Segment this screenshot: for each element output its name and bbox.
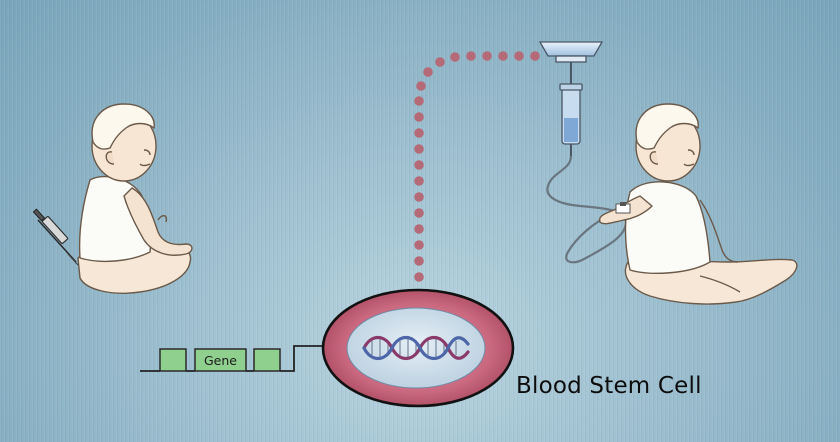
gene-box-right	[253, 348, 281, 372]
syringe-icon	[32, 208, 79, 266]
iv-drip-icon	[538, 41, 628, 264]
gene-box	[194, 348, 247, 372]
dotted-transfer-path	[414, 51, 540, 282]
blood-stem-cell	[321, 288, 515, 408]
gene-label: Gene	[204, 353, 237, 368]
right-baby-figure	[598, 103, 798, 305]
gene-box-left	[159, 348, 187, 372]
gene-construct: Gene	[140, 341, 346, 372]
left-baby-figure	[77, 103, 193, 294]
dna-helix-icon	[362, 335, 470, 361]
blood-stem-cell-label: Blood Stem Cell	[516, 373, 702, 399]
